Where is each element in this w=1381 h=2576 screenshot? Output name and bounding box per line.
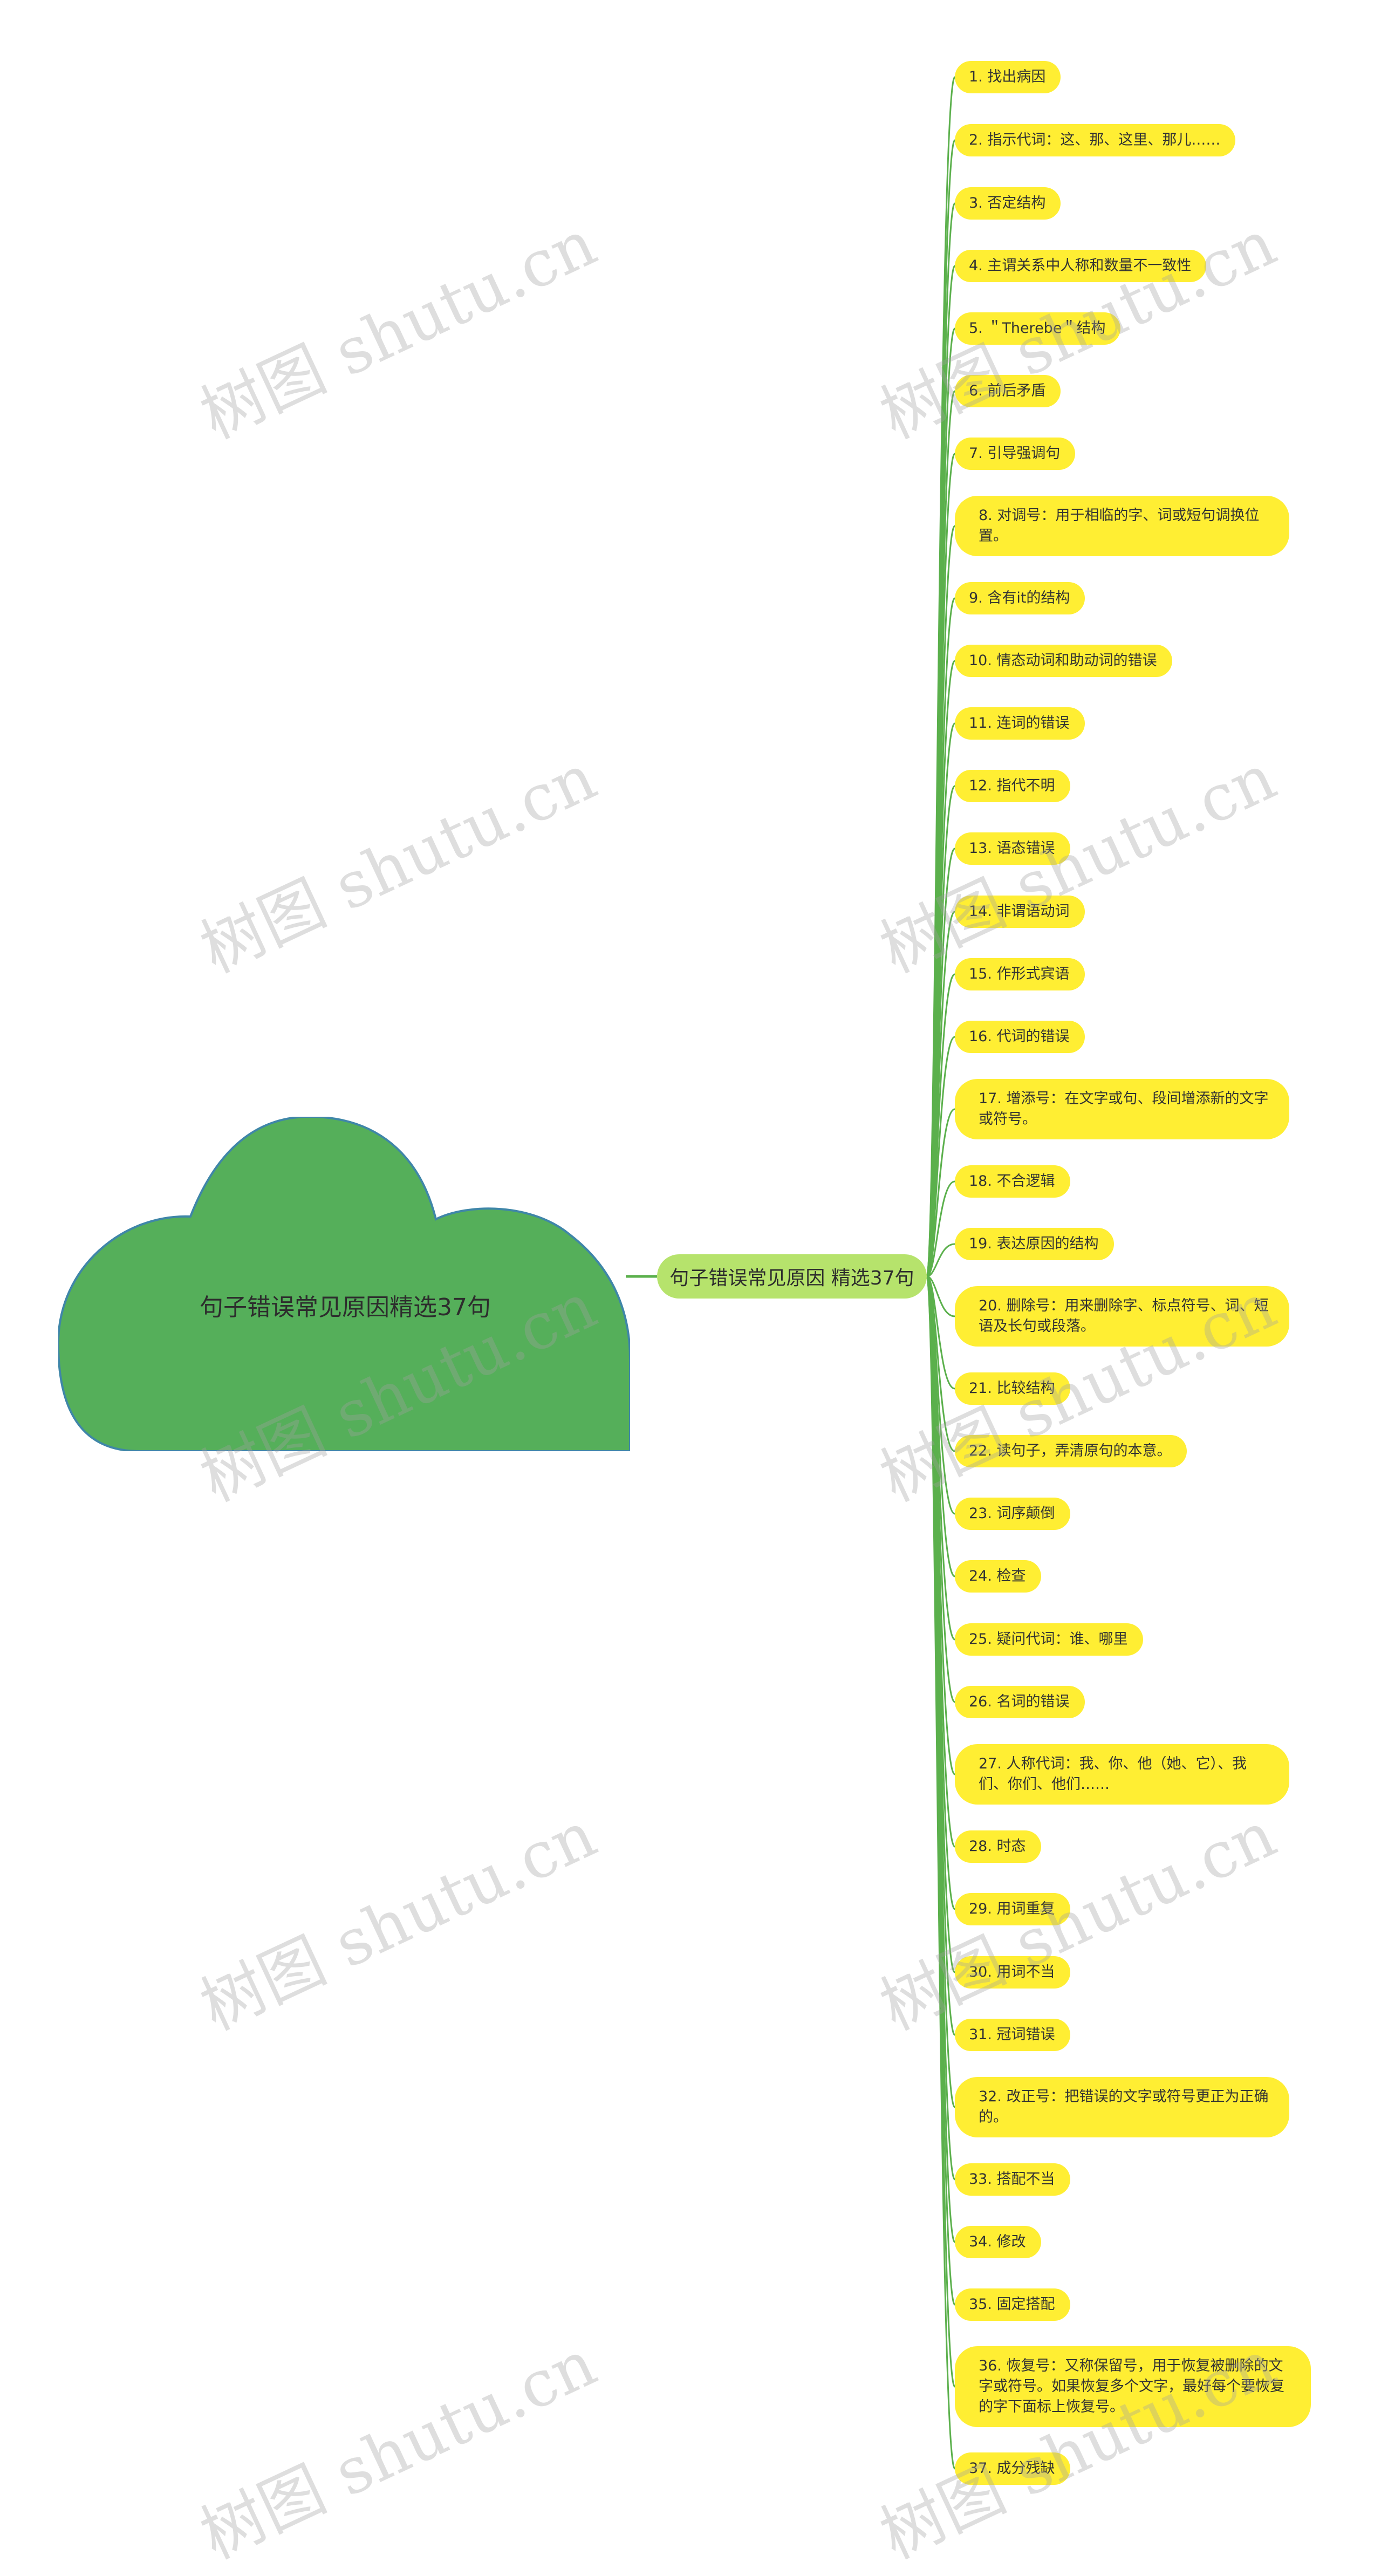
leaf-topic[interactable]: 29. 用词重复: [955, 1893, 1070, 1925]
root-topic[interactable]: 句子错误常见原因精选37句: [200, 1294, 491, 1321]
leaf-topic[interactable]: 32. 改正号：把错误的文字或符号更正为正确的。: [955, 2077, 1289, 2137]
leaf-topic[interactable]: 24. 检查: [955, 1560, 1041, 1593]
leaf-topic[interactable]: 10. 情态动词和助动词的错误: [955, 645, 1172, 677]
center-topic[interactable]: 句子错误常见原因 精选37句: [657, 1254, 927, 1299]
leaf-topic[interactable]: 2. 指示代词：这、那、这里、那儿……: [955, 124, 1236, 156]
leaf-topic[interactable]: 22. 读句子，弄清原句的本意。: [955, 1435, 1187, 1467]
leaf-topic[interactable]: 7. 引导强调句: [955, 438, 1076, 470]
leaf-topic[interactable]: 5. ＂Therebe＂结构: [955, 312, 1121, 345]
leaf-topic[interactable]: 17. 增添号：在文字或句、段间增添新的文字或符号。: [955, 1079, 1289, 1139]
leaf-topic[interactable]: 12. 指代不明: [955, 770, 1070, 802]
leaf-topic[interactable]: 33. 搭配不当: [955, 2163, 1070, 2196]
leaf-topic[interactable]: 4. 主谓关系中人称和数量不一致性: [955, 250, 1207, 282]
leaf-topic[interactable]: 8. 对调号：用于相临的字、词或短句调换位置。: [955, 496, 1289, 556]
leaf-topic[interactable]: 23. 词序颠倒: [955, 1498, 1070, 1530]
root-cloud-outline: [58, 1117, 630, 1451]
leaf-topic[interactable]: 18. 不合逻辑: [955, 1165, 1070, 1198]
leaf-connector: [926, 1275, 956, 2470]
leaf-topic[interactable]: 16. 代词的错误: [955, 1021, 1085, 1053]
leaf-topic[interactable]: 27. 人称代词：我、你、他（她、它）、我们、你们、他们……: [955, 1744, 1289, 1805]
leaf-topic[interactable]: 37. 成分残缺: [955, 2452, 1070, 2485]
root-cloud-shape: [58, 1117, 630, 1451]
leaf-topic[interactable]: 19. 表达原因的结构: [955, 1228, 1114, 1260]
leaf-connector: [926, 1243, 955, 1277]
leaf-topic[interactable]: 20. 删除号：用来删除字、标点符号、词、短语及长句或段落。: [955, 1286, 1289, 1347]
leaf-topic[interactable]: 25. 疑问代词：谁、哪里: [955, 1623, 1143, 1656]
leaf-topic[interactable]: 1. 找出病因: [955, 61, 1061, 93]
leaf-topic[interactable]: 35. 固定搭配: [955, 2288, 1070, 2321]
leaf-topic[interactable]: 28. 时态: [955, 1830, 1041, 1863]
leaf-topic[interactable]: 6. 前后矛盾: [955, 375, 1061, 407]
leaf-topic[interactable]: 30. 用词不当: [955, 1956, 1070, 1989]
leaf-topic[interactable]: 14. 非谓语动词: [955, 896, 1085, 928]
leaf-topic[interactable]: 31. 冠词错误: [955, 2019, 1070, 2051]
leaf-topic[interactable]: 11. 连词的错误: [955, 707, 1085, 740]
leaf-topic[interactable]: 3. 否定结构: [955, 187, 1061, 220]
leaf-topic[interactable]: 9. 含有it的结构: [955, 582, 1085, 614]
leaf-topic[interactable]: 26. 名词的错误: [955, 1686, 1085, 1718]
leaf-topic[interactable]: 21. 比较结构: [955, 1372, 1070, 1405]
leaf-connector: [926, 1275, 955, 1317]
leaf-topic[interactable]: 36. 恢复号：又称保留号，用于恢复被删除的文字或符号。如果恢复多个文字，最好每…: [955, 2346, 1311, 2427]
leaf-connector: [926, 1180, 955, 1277]
leaf-topic[interactable]: 15. 作形式宾语: [955, 958, 1085, 990]
leaf-connector: [926, 1108, 955, 1277]
leaf-topic[interactable]: 34. 修改: [955, 2226, 1041, 2258]
leaf-topic[interactable]: 13. 语态错误: [955, 832, 1070, 865]
